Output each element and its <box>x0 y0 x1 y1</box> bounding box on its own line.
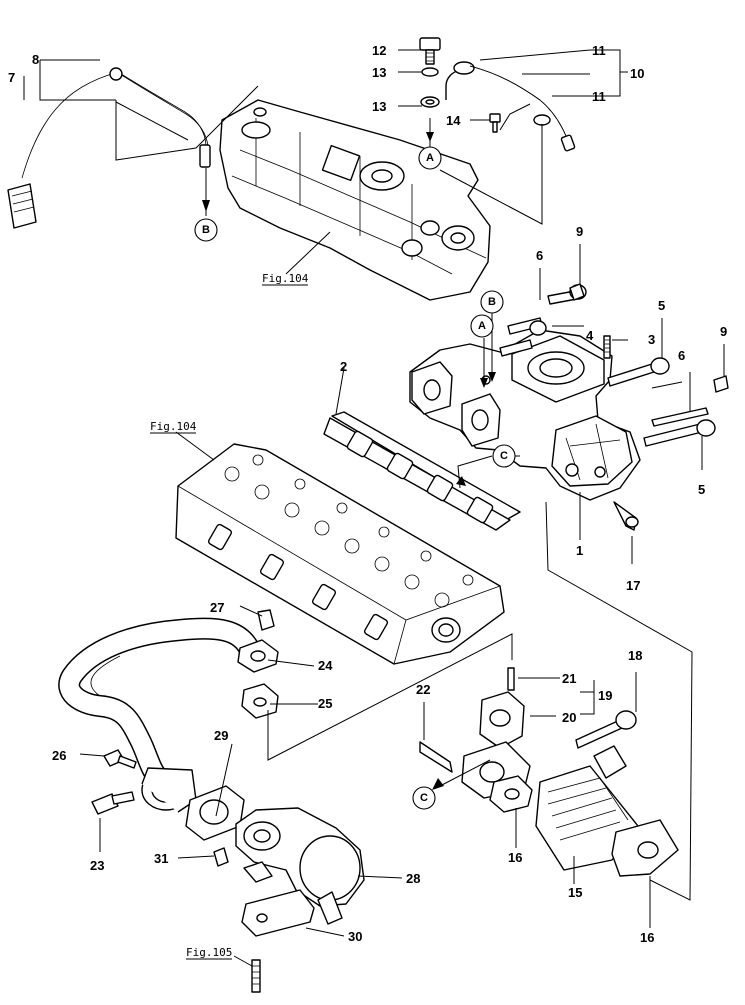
callout-3: 3 <box>648 332 655 347</box>
egr-cooler-assembly <box>419 667 679 877</box>
callout-29: 29 <box>214 728 228 743</box>
arrow-left-icon <box>432 778 444 790</box>
valve-cover <box>219 99 491 301</box>
callout-22: 22 <box>416 682 430 697</box>
callout-12: 12 <box>372 43 386 58</box>
callout-2: 2 <box>340 359 347 374</box>
intake-manifold <box>409 329 641 501</box>
callout-18: 18 <box>628 648 642 663</box>
callout-15: 15 <box>568 885 582 900</box>
fig-ref-valve-cover: Fig.104 <box>262 272 309 286</box>
callout-31: 31 <box>154 851 168 866</box>
sensor-and-bolt <box>91 749 137 815</box>
arrow-down-icon <box>480 378 488 388</box>
connector-b-top: B <box>194 218 218 242</box>
callout-8: 8 <box>32 52 39 67</box>
egr-valve-assembly <box>185 785 365 993</box>
callout-28: 28 <box>406 871 420 886</box>
callout-24: 24 <box>318 658 333 673</box>
callout-16: 16 <box>640 930 654 945</box>
connector-label: B <box>488 296 496 308</box>
connector-label: C <box>420 792 428 804</box>
callout-20: 20 <box>562 710 576 725</box>
callout-4: 4 <box>586 328 594 343</box>
fig-ref-egr-stud: Fig.105 <box>186 946 232 960</box>
callout-9: 9 <box>720 324 727 339</box>
connector-a-mid: A <box>470 314 494 338</box>
callout-17: 17 <box>626 578 640 593</box>
connector-c-low: C <box>412 786 436 810</box>
arrow-icons <box>202 132 496 790</box>
callout-5: 5 <box>658 298 665 313</box>
fig-ref-label: Fig.105 <box>186 946 232 959</box>
callout-27: 27 <box>210 600 224 615</box>
arrow-down-icon <box>488 372 496 382</box>
callout-30: 30 <box>348 929 362 944</box>
callout-6: 6 <box>678 348 685 363</box>
callout-6: 6 <box>536 248 543 263</box>
callout-13: 13 <box>372 65 386 80</box>
fig-ref-label: Fig.104 <box>262 272 309 285</box>
callout-23: 23 <box>90 858 104 873</box>
callout-11: 11 <box>592 89 606 104</box>
wire-harness <box>7 67 211 229</box>
connector-label: A <box>478 320 486 332</box>
callout-14: 14 <box>446 113 461 128</box>
connector-label: B <box>202 224 210 236</box>
callout-numbers: 8 7 12 13 13 14 11 10 11 6 9 5 9 4 3 6 2… <box>8 43 727 945</box>
fig-ref-label: Fig.104 <box>150 420 197 433</box>
callout-13: 13 <box>372 99 386 114</box>
callout-1: 1 <box>576 543 583 558</box>
connector-b-mid: B <box>480 290 504 314</box>
egr-pipe <box>58 609 279 813</box>
callout-11: 11 <box>592 43 606 58</box>
connector-a-top: A <box>418 146 442 170</box>
arrow-down-icon <box>202 200 210 212</box>
callout-19: 19 <box>598 688 612 703</box>
callout-10: 10 <box>630 66 644 81</box>
callout-26: 26 <box>52 748 66 763</box>
manifold-fasteners <box>499 283 729 531</box>
callout-25: 25 <box>318 696 332 711</box>
fig-ref-cylinder-head: Fig.104 <box>150 420 197 434</box>
connector-label: C <box>500 450 508 462</box>
arrow-down-icon <box>456 476 466 486</box>
callout-7: 7 <box>8 70 15 85</box>
leader-lines <box>23 49 725 967</box>
manifold-gasket <box>323 411 521 531</box>
callout-9: 9 <box>576 224 583 239</box>
callout-5: 5 <box>698 482 705 497</box>
cylinder-head <box>175 443 505 665</box>
connector-c-mid: C <box>492 444 516 468</box>
connector-label: A <box>426 152 434 164</box>
callout-16: 16 <box>508 850 522 865</box>
callout-21: 21 <box>562 671 576 686</box>
arrow-down-icon <box>426 132 434 142</box>
egr-pipe-assembly <box>419 37 576 152</box>
